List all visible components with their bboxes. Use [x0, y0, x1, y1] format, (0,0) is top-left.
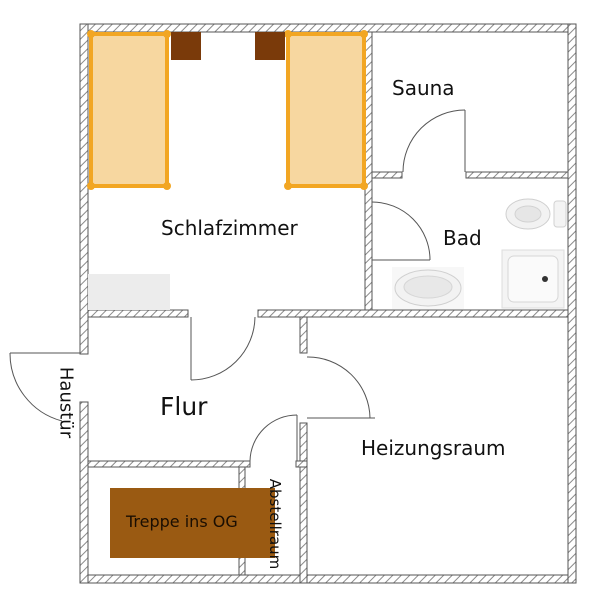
bed-right — [284, 30, 368, 190]
room-label-haustuer: Haustür — [55, 366, 77, 439]
toilet-icon — [505, 198, 567, 230]
bedroom-cabinet — [88, 274, 170, 310]
outer-walls — [79, 23, 577, 584]
nightstand-left — [171, 32, 201, 60]
shower-icon — [501, 249, 565, 309]
room-label-schlafzimmer: Schlafzimmer — [161, 216, 298, 240]
doors — [9, 109, 466, 462]
nightstand-right — [255, 32, 285, 60]
room-label-sauna: Sauna — [392, 76, 455, 100]
interior-walls — [87, 31, 569, 584]
room-label-abstellraum: Abstellraum — [266, 478, 284, 570]
room-label-flur: Flur — [160, 392, 208, 421]
sink-icon — [392, 267, 464, 309]
room-label-heizungsraum: Heizungsraum — [361, 436, 506, 460]
bed-left — [87, 30, 171, 190]
room-label-bad: Bad — [443, 226, 482, 250]
stairs-block — [110, 488, 275, 558]
stairs-label: Treppe ins OG — [126, 512, 238, 531]
